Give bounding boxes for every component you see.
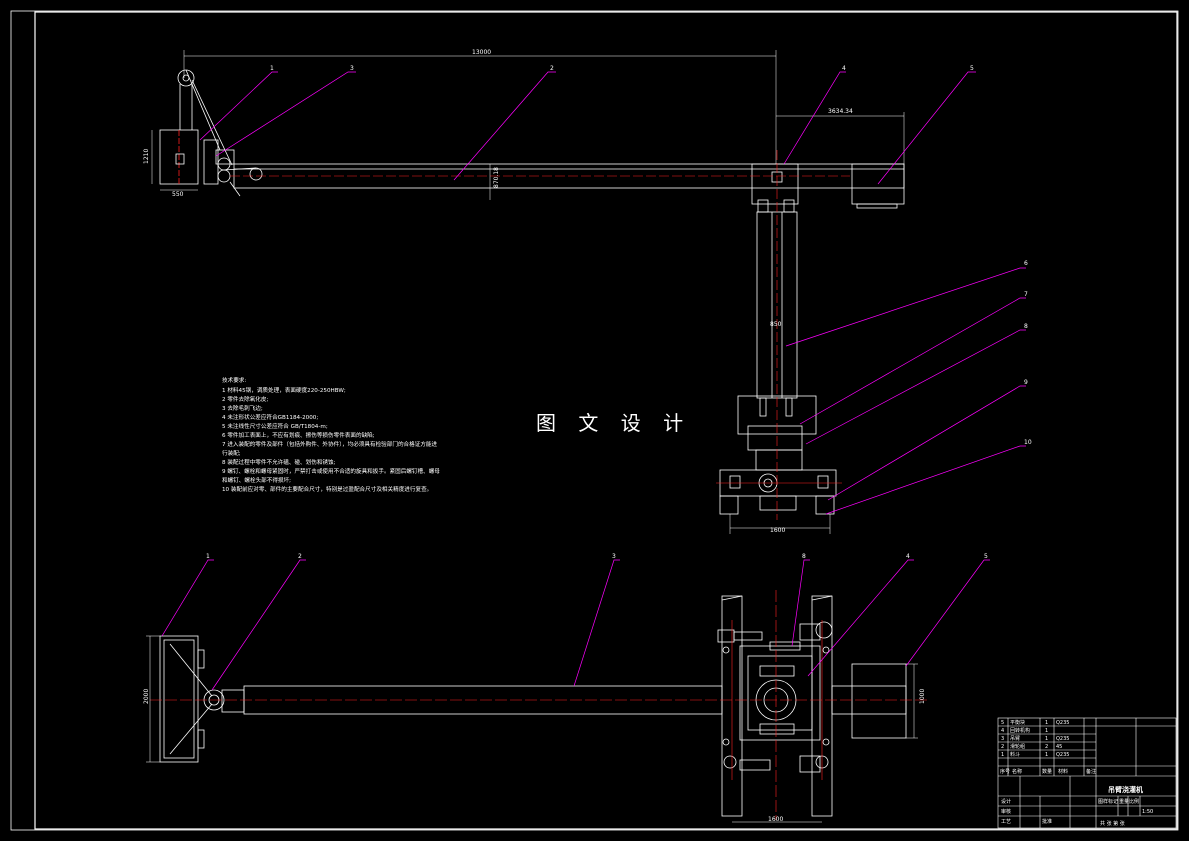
hopper-plan [159,635,199,763]
plan-callout-labels: 1 2 3 8 4 5 [206,553,988,560]
callout-label: 9 [1024,379,1028,386]
watermark: 图 文 设 计 [536,411,691,435]
callout-label: 2 [298,553,302,560]
callout-label: 1 [206,553,210,560]
parts-row-name: 吊臂 [1010,735,1020,742]
parts-row-mat: 45 [1056,744,1062,750]
callout-label: 3 [612,553,616,560]
footer-label: 设计 [1001,798,1011,805]
note-line: 5 未注线性尺寸公差应符合 GB/T1804-m; [222,422,328,430]
parts-row-qty: 1 [1045,752,1048,758]
parts-header-cell: 备注 [1086,768,1096,775]
callout-label: 4 [842,65,846,72]
callout-label: 3 [350,65,354,72]
plan-dimensions [146,635,918,823]
note-line: 1 材料45钢，调质处理，表面硬度220-250HBW; [222,386,346,394]
parts-row-qty: 2 [1045,744,1048,750]
dim-column-width: 850 [770,321,782,328]
note-line: 行装配; [222,449,241,457]
scale-label: 重量 [1119,798,1129,805]
parts-row-no: 5 [1001,720,1004,726]
parts-header-cell: 序号 [1000,768,1010,775]
callout-label: 10 [1024,439,1032,446]
parts-row-no: 2 [1001,744,1004,750]
dim-plan-base-width: 1600 [768,816,783,823]
parts-row-name: 料斗 [1010,751,1020,758]
title-block [997,717,1177,829]
dim-counterweight-plan: 1000 [919,689,926,704]
elevation-view [159,69,905,515]
note-line: 8 装配过程中零件不允许磕、碰、划伤和锈蚀; [222,458,336,466]
parts-row-name: 平衡块 [1010,719,1025,726]
footer-label: 工艺 [1001,819,1011,825]
parts-row-mat: Q235 [1056,736,1069,742]
callout-label: 5 [984,553,988,560]
elevation-leaders [199,71,1026,515]
parts-header-cell: 名称 [1012,768,1022,775]
footer-label: 审核 [1001,808,1011,815]
parts-row-name: 回转机构 [1010,727,1030,734]
parts-header-cell: 材料 [1058,768,1068,775]
drawing-title: 吊臂浇灌机 [1108,785,1143,794]
sheet-inner-border [34,11,1178,830]
column [756,211,798,399]
dim-hopper-height: 1210 [143,149,150,164]
dim-jib-extension: 3634.34 [828,108,853,115]
note-line: 7 进入装配的零件及部件（包括外购件、外协件），均必须具有检验部门的合格证方能进 [222,440,438,448]
parts-row-name: 滑轮组 [1010,743,1025,750]
dim-beam-height: 870.18 [493,167,500,188]
parts-row-qty: 1 [1045,720,1048,726]
parts-row-qty: 1 [1045,736,1048,742]
parts-header-cell: 数量 [1042,768,1052,775]
callout-label: 8 [802,553,806,560]
elevation-callout-labels: 1 3 2 4 5 6 7 8 9 10 [270,65,1032,446]
parts-row-mat: Q235 [1056,752,1069,758]
dim-hopper-plan-width: 2000 [143,689,150,704]
callout-label: 4 [906,553,910,560]
note-line: 3 去除毛刺飞边; [222,404,263,412]
parts-row-qty: 1 [1045,728,1048,734]
note-line: 9 螺钉、螺栓和螺母紧固时，严禁打击或使用不合适的旋具和扳手。紧固后螺钉槽、螺母 [222,467,440,475]
callout-label: 8 [1024,323,1028,330]
callout-label: 2 [550,65,554,72]
parts-row-no: 3 [1001,736,1004,742]
notes-heading: 技术要求: [222,376,246,384]
dim-hopper-width: 550 [172,191,184,198]
dim-base-width: 1600 [770,527,785,534]
scale-label: 比例 [1129,798,1139,805]
scale-label: 图样标记 [1098,798,1118,805]
elevation-dimensions [151,50,905,534]
callout-label: 5 [970,65,974,72]
note-line: 10 装配前应对零、部件的主要配合尺寸，特别是过盈配合尺寸及相关精度进行复查。 [222,485,432,493]
parts-row-mat: Q235 [1056,720,1069,726]
plan-leaders [161,559,990,691]
footer-label: 批准 [1042,818,1052,825]
note-line: 4 未注形状公差应符合GB1184-2000; [222,413,318,421]
callout-label: 1 [270,65,274,72]
sheet-outer-border [10,10,1179,831]
sheet-label: 共 张 第 张 [1100,820,1125,827]
note-line: 6 零件加工表面上，不应有划痕、擦伤等损伤零件表面的缺陷; [222,431,375,439]
technical-notes: 技术要求: 1 材料45钢，调质处理，表面硬度220-250HBW; 2 零件去… [222,376,440,493]
title-block-text: 序号 名称 数量 材料 备注 5 平衡块 1 Q235 4 回转机构 1 3 吊… [1000,719,1153,827]
note-line: 2 零件去除氧化皮; [222,395,268,403]
elevation-centerlines [230,150,850,520]
parts-row-no: 4 [1001,728,1004,734]
plan-centerlines [150,590,930,820]
parts-row-no: 1 [1001,752,1004,758]
callout-label: 6 [1024,260,1028,267]
dim-total-length: 13000 [472,49,491,56]
callout-label: 7 [1024,291,1028,298]
note-line: 和螺钉、螺栓头部不得损坏; [222,476,291,484]
scale-label: 1:50 [1142,809,1153,815]
